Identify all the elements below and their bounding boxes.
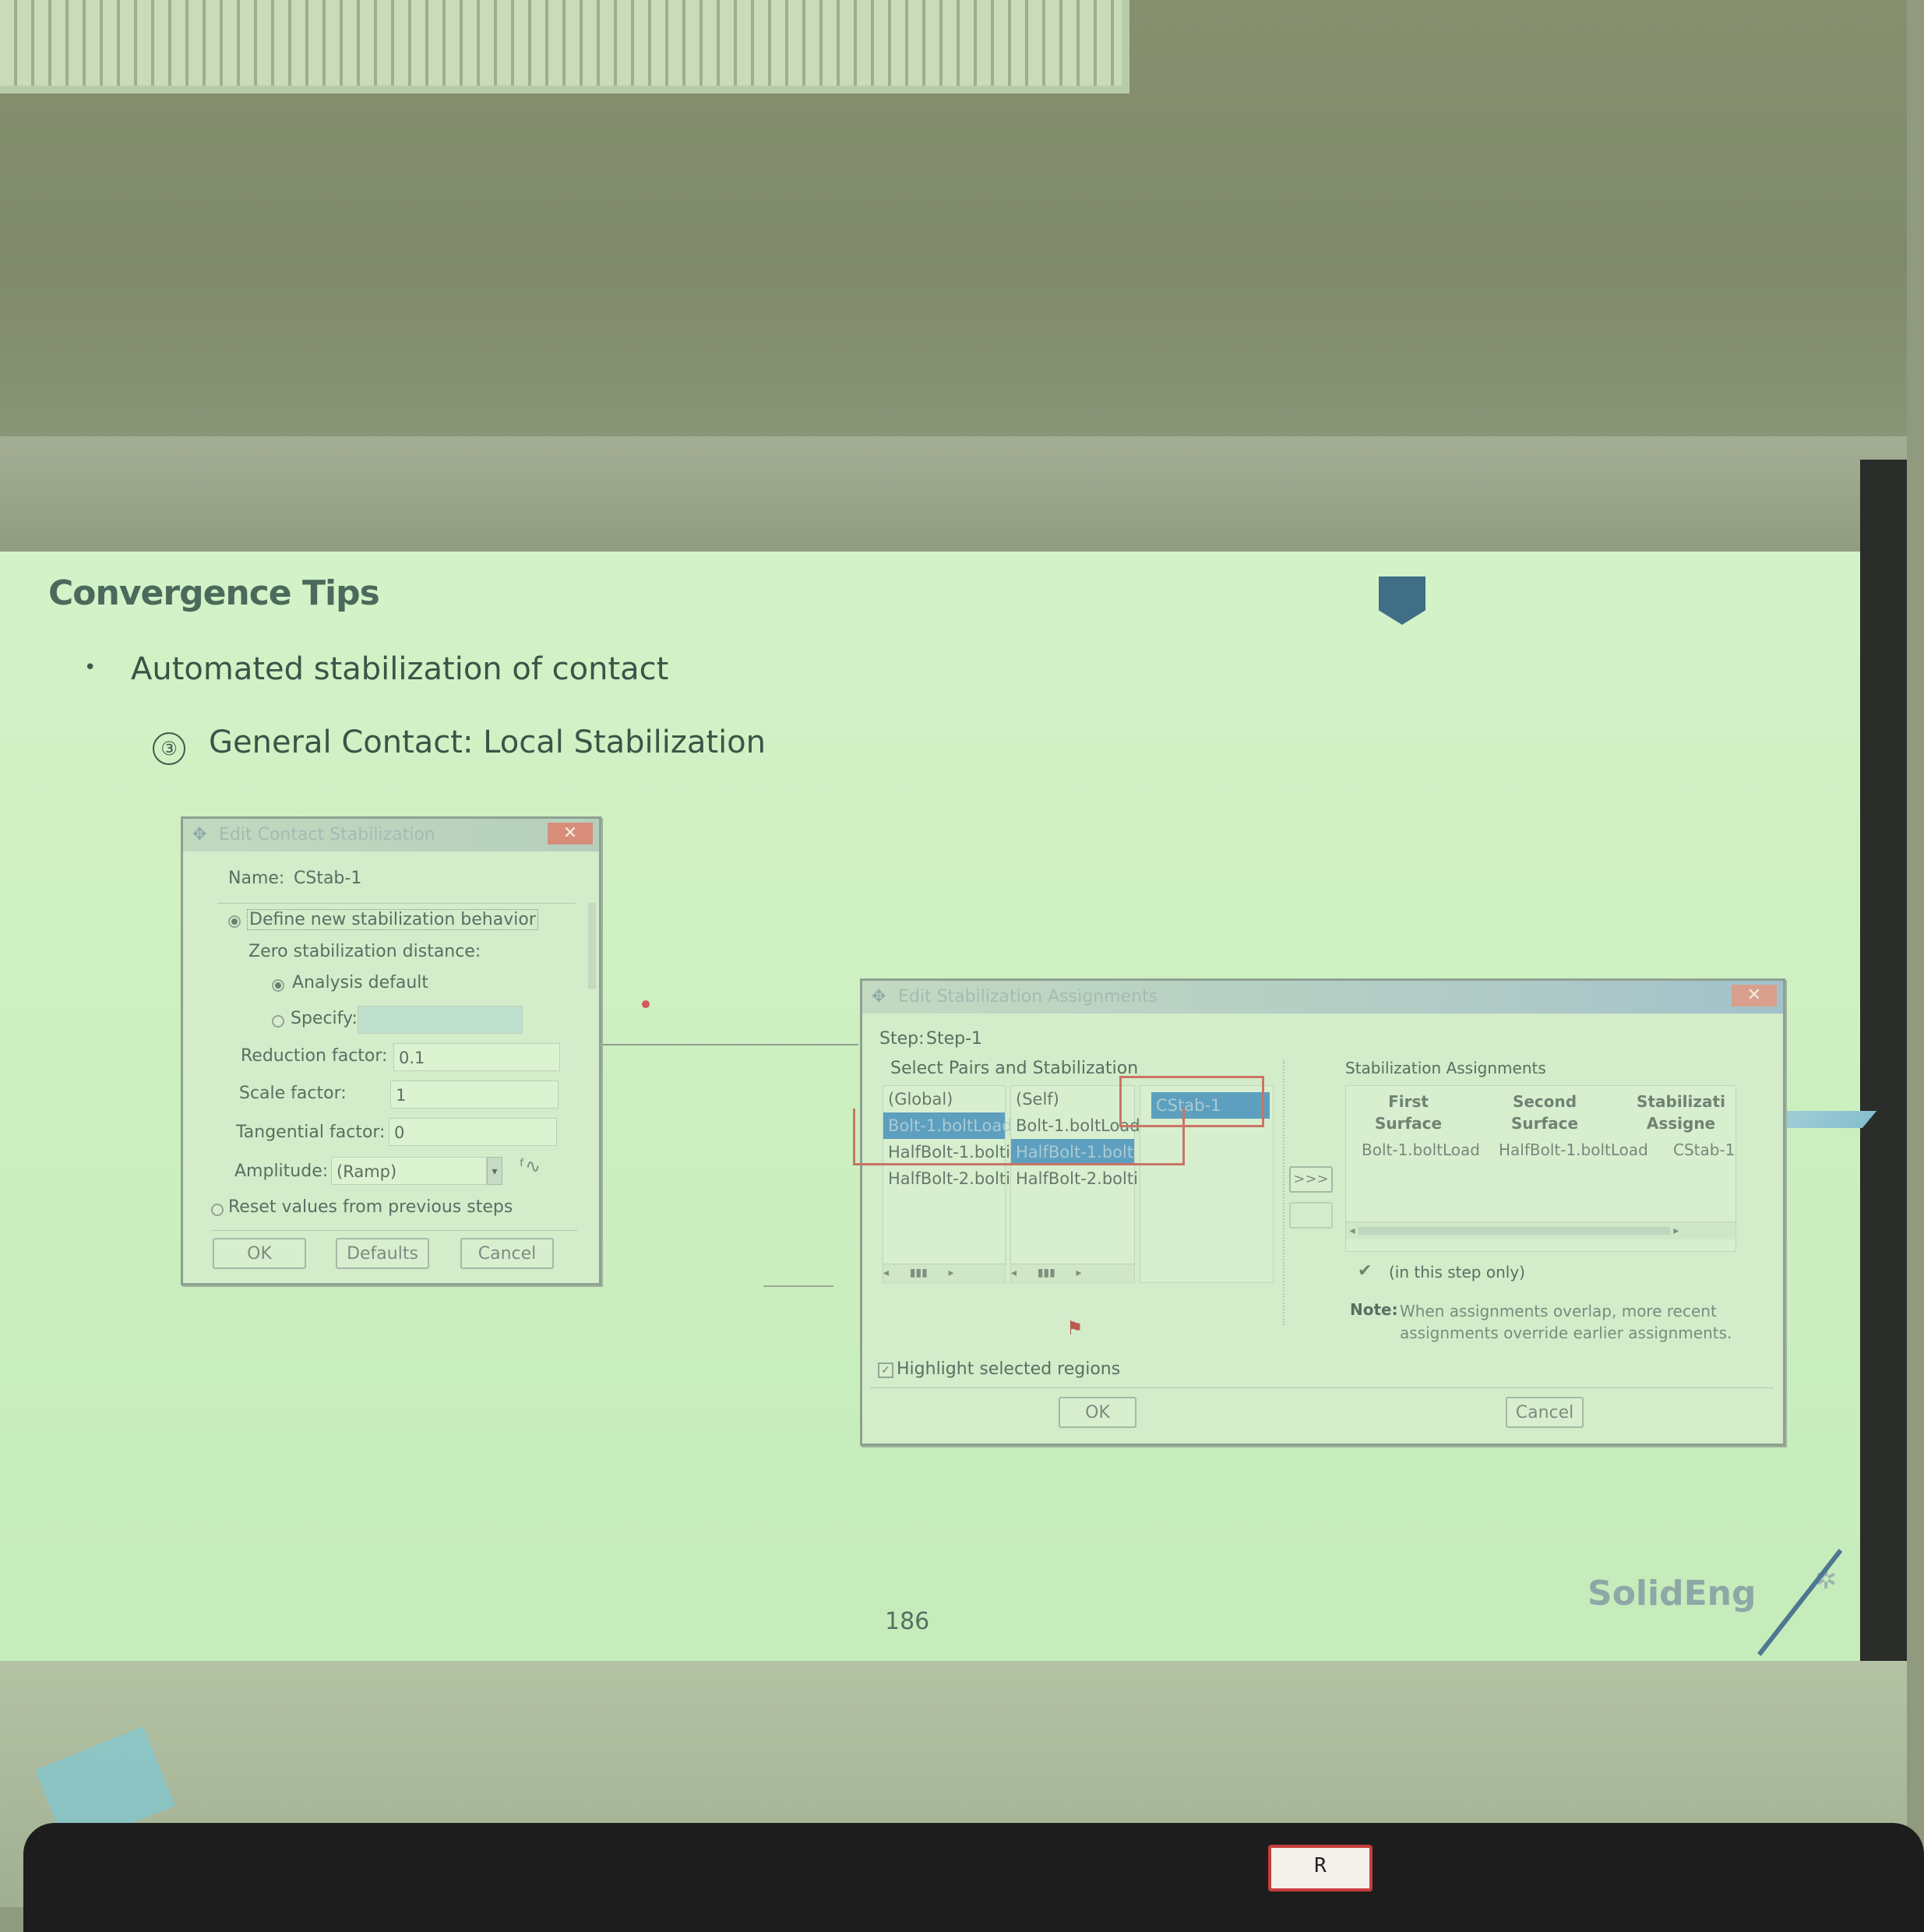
second-surface-list[interactable]: (Self) Bolt-1.boltLoad HalfBolt-1.bolt H… [1010,1085,1140,1283]
list-item-selected[interactable]: CStab-1 [1151,1092,1270,1119]
list-item[interactable]: HalfBolt-1.bolti [888,1143,1010,1162]
step-number: ③ [153,732,185,765]
list-item-selected[interactable]: HalfBolt-1.bolt [1011,1139,1134,1165]
monitor-top [23,1823,1924,1932]
amplitude-select[interactable]: (Ramp) [331,1157,487,1185]
table-header: Stabilizati Assigne [1637,1092,1725,1133]
stabilization-assignments-dialog: ✥ Edit Stabilization Assignments ✕ Step:… [853,978,1785,1446]
scale-factor-input[interactable]: 1 [390,1081,559,1109]
screen-housing [1860,460,1907,1753]
table-cell: Bolt-1.boltLoad [1362,1141,1480,1159]
slide-title: Convergence Tips [48,573,380,613]
list-item[interactable]: HalfBolt-2.bolti [888,1169,1010,1188]
name-value: CStab-1 [294,869,362,888]
bullet-text: Automated stabilization of contact [131,651,669,687]
sub-item-text: General Contact: Local Stabilization [209,724,766,760]
table-header: First Surface [1374,1092,1443,1133]
connector-dot [642,1000,650,1008]
highlight-box [1119,1076,1264,1127]
highlight-label: Highlight selected regions [897,1359,1121,1379]
divider [870,1387,1774,1388]
ceiling-light [0,0,1129,93]
dialog-title-bar: ✥ Edit Stabilization Assignments ✕ [862,981,1783,1014]
list-item[interactable]: HalfBolt-2.bolti [1016,1169,1138,1188]
amplitude-edit-icon[interactable]: ᶠ∿ [520,1155,541,1177]
reset-values-label: Reset values from previous steps [228,1197,513,1217]
bullet-icon: • [84,656,97,679]
reduction-factor-label: Reduction factor: [241,1046,388,1066]
divider [1283,1060,1285,1325]
chevron-down-icon[interactable]: ▾ [487,1157,502,1185]
list-item[interactable]: (Self) [1016,1090,1059,1109]
wall-band [0,436,1907,561]
ok-button[interactable]: OK [213,1238,306,1269]
first-surface-list[interactable]: (Global) Bolt-1.boltLoad HalfBolt-1.bolt… [883,1085,1013,1283]
note-label: Note: [1350,1300,1398,1319]
tangential-factor-input[interactable]: 0 [389,1118,557,1146]
assignments-table[interactable]: First Surface Second Surface Stabilizati… [1345,1085,1736,1252]
pairs-label: Select Pairs and Stabilization [890,1059,1139,1078]
connector-line [594,1044,858,1045]
ok-button[interactable]: OK [1059,1397,1136,1428]
cancel-button[interactable]: Cancel [1506,1397,1584,1428]
analysis-default-radio[interactable] [272,979,284,992]
defaults-button[interactable]: Defaults [336,1238,429,1269]
specify-radio[interactable] [272,1015,284,1028]
list-item[interactable]: Bolt-1.boltLoad [1016,1116,1140,1135]
scrollbar[interactable] [588,903,596,989]
logo: SolidEng [1587,1574,1757,1613]
close-button[interactable]: ✕ [1732,985,1777,1007]
step-value: Step-1 [926,1029,983,1049]
step-label: Step: [879,1029,925,1049]
dialog-title: Edit Contact Stabilization [219,825,435,844]
app-icon: ✥ [872,987,886,1007]
table-cell: CStab-1 [1673,1141,1735,1159]
connector-line [763,1285,833,1287]
define-new-label: Define new stabilization behavior [247,909,538,930]
horizontal-scrollbar[interactable]: ◂ ▮▮▮ ▸ [1011,1264,1134,1282]
highlight-checkbox[interactable]: ✓ [878,1363,893,1378]
name-label: Name: [228,869,285,888]
stabilization-list[interactable]: CStab-1 [1140,1085,1274,1283]
zero-distance-label: Zero stabilization distance: [248,942,481,961]
flag-icon: ⚑ [1066,1317,1084,1339]
tangential-factor-label: Tangential factor: [236,1123,386,1142]
define-new-radio[interactable] [228,915,241,928]
list-item-selected[interactable]: Bolt-1.boltLoad [883,1112,1013,1139]
page-number: 186 [885,1608,930,1635]
specify-input[interactable] [358,1006,523,1034]
contact-stabilization-dialog: ✥ Edit Contact Stabilization ✕ Name: CSt… [181,816,601,1285]
reduction-factor-input[interactable]: 0.1 [393,1043,560,1071]
note-text: When assignments overlap, more recent as… [1400,1302,1732,1342]
cancel-button[interactable]: Cancel [460,1238,554,1269]
monitor-sticker: R [1268,1845,1373,1891]
table-header: Second Surface [1510,1092,1579,1133]
remove-assignment-button[interactable] [1289,1202,1333,1229]
divider [211,1230,577,1231]
scale-factor-label: Scale factor: [239,1084,347,1103]
amplitude-label: Amplitude: [234,1162,329,1181]
step-only-label: (in this step only) [1389,1263,1525,1282]
analysis-default-label: Analysis default [292,973,429,992]
specify-label: Specify: [291,1009,358,1028]
divider [217,903,576,904]
table-cell: HalfBolt-1.boltLoad [1499,1141,1648,1159]
list-item[interactable]: (Global) [888,1090,953,1109]
dialog-title: Edit Stabilization Assignments [898,987,1158,1007]
dialog-title-bar: ✥ Edit Contact Stabilization ✕ [183,819,599,851]
close-button[interactable]: ✕ [548,823,593,844]
highlight-box [853,1109,1185,1165]
reset-values-checkbox[interactable] [211,1204,224,1216]
app-icon: ✥ [192,825,207,844]
horizontal-scrollbar[interactable]: ◂ ▮▮▮ ▸ [883,1264,1005,1282]
add-assignment-button[interactable]: >>> [1289,1166,1333,1193]
check-icon: ✔ [1358,1261,1373,1281]
assignments-label: Stabilization Assignments [1345,1059,1546,1077]
horizontal-scrollbar[interactable]: ◂ ▸ [1346,1222,1735,1239]
